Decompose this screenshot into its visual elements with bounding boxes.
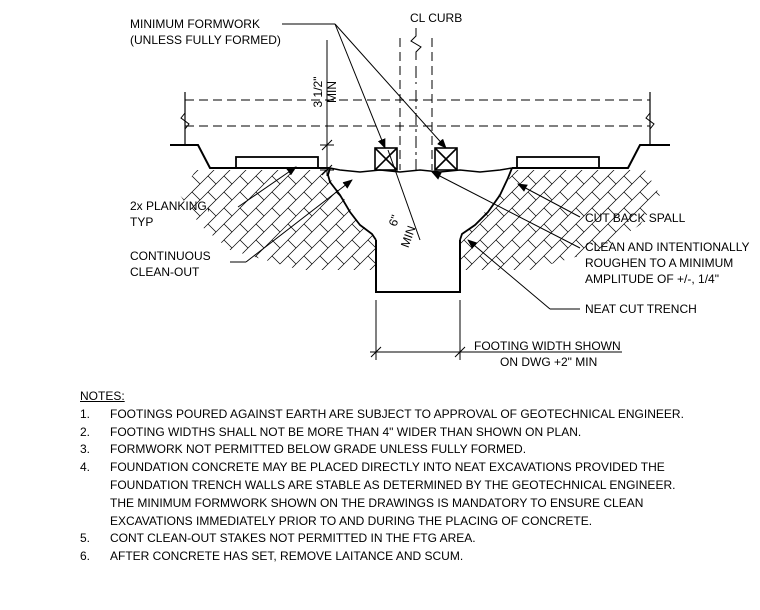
footing: [375, 240, 461, 293]
note-number: [80, 495, 110, 513]
earth-left: [180, 170, 376, 270]
label-minimum-formwork: MINIMUM FORMWORK: [130, 17, 260, 31]
note-text: AFTER CONCRETE HAS SET, REMOVE LAITANCE …: [110, 549, 464, 564]
note-text: CONT CLEAN-OUT STAKES NOT PERMITTED IN T…: [110, 531, 476, 546]
slab-outline: [180, 92, 655, 145]
label-clean-out: CLEAN-OUT: [130, 265, 200, 279]
note-line: 1. FOOTINGS POURED AGAINST EARTH ARE SUBJ…: [80, 406, 750, 424]
earth-right: [460, 170, 660, 270]
dim-3-5-min-value: 3 1/2": [311, 77, 325, 108]
label-clean-roughen-2: ROUGHEN TO A MINIMUM: [585, 256, 733, 270]
note-text: FOOTING WIDTHS SHALL NOT BE MORE THAN 4"…: [110, 424, 582, 439]
note-number: 4.: [80, 460, 91, 475]
label-cl-curb: CL CURB: [410, 11, 462, 25]
label-clean-roughen-1: CLEAN AND INTENTIONALLY: [585, 240, 749, 254]
curb-dashed-lines: [399, 38, 433, 170]
label-footing-width-2: ON DWG +2" MIN: [500, 355, 597, 369]
note-number: 2.: [80, 424, 91, 439]
label-unless-fully-formed: (UNLESS FULLY FORMED): [130, 33, 281, 47]
notes-title: NOTES:: [80, 389, 125, 403]
note-line: 6. AFTER CONCRETE HAS SET, REMOVE LAITANC…: [80, 548, 750, 566]
dim-3-5-min: [320, 40, 334, 176]
note-text: FOOTINGS POURED AGAINST EARTH ARE SUBJEC…: [110, 406, 684, 421]
footing-detail-drawing: 3 1/2" MIN 6" MIN MINIMUM FORMWORK (UNLE…: [130, 11, 749, 369]
note-number: 6.: [80, 549, 91, 564]
leader-lines: [230, 23, 581, 310]
curb-centerline: [410, 28, 422, 170]
notes-block: NOTES: 1. FOOTINGS POURED AGAINST EARTH A…: [80, 388, 750, 566]
planking-right: [516, 156, 600, 169]
note-line: 5. CONT CLEAN-OUT STAKES NOT PERMITTED IN…: [80, 530, 750, 548]
note-text: THE MINIMUM FORMWORK SHOWN ON THE DRAWIN…: [110, 495, 644, 510]
label-planking: 2x PLANKING,: [130, 199, 210, 213]
formwork-right: [434, 147, 458, 171]
note-text: FOUNDATION TRENCH WALLS ARE STABLE AS DE…: [110, 477, 676, 492]
note-line: THE MINIMUM FORMWORK SHOWN ON THE DRAWIN…: [80, 495, 750, 513]
label-planking-typ: TYP: [130, 215, 153, 229]
note-line: 4. FOUNDATION CONCRETE MAY BE PLACED DIRE…: [80, 459, 750, 477]
note-number: 1.: [80, 406, 91, 421]
note-number: [80, 477, 110, 495]
label-clean-roughen-3: AMPLITUDE OF +/-, 1/4": [585, 272, 719, 286]
dim-footing-width: [370, 300, 622, 360]
note-line: FOUNDATION TRENCH WALLS ARE STABLE AS DE…: [80, 477, 750, 495]
label-cut-back-spall: CUT BACK SPALL: [585, 211, 686, 225]
note-line: 3. FORMWORK NOT PERMITTED BELOW GRADE UNL…: [80, 441, 750, 459]
note-number: 5.: [80, 531, 91, 546]
dim-6-min-value: 6": [386, 213, 403, 228]
dim-6-min: [387, 149, 421, 241]
note-text: EXCAVATIONS IMMEDIATELY PRIOR TO AND DUR…: [110, 513, 593, 528]
label-neat-cut-trench: NEAT CUT TRENCH: [585, 302, 697, 316]
note-text: FOUNDATION CONCRETE MAY BE PLACED DIRECT…: [110, 460, 665, 475]
note-line: 2. FOOTING WIDTHS SHALL NOT BE MORE THAN …: [80, 424, 750, 442]
label-footing-width-1: FOOTING WIDTH SHOWN: [474, 339, 621, 353]
dim-3-5-min-suffix: MIN: [325, 81, 339, 103]
label-continuous: CONTINUOUS: [130, 249, 211, 263]
note-text: FORMWORK NOT PERMITTED BELOW GRADE UNLES…: [110, 442, 527, 457]
note-number: [80, 513, 110, 531]
planking-left: [235, 156, 319, 169]
note-number: 3.: [80, 442, 91, 457]
trench-profile: [327, 167, 513, 241]
note-line: EXCAVATIONS IMMEDIATELY PRIOR TO AND DUR…: [80, 513, 750, 531]
notes-list: 1. FOOTINGS POURED AGAINST EARTH ARE SUBJ…: [80, 406, 750, 566]
